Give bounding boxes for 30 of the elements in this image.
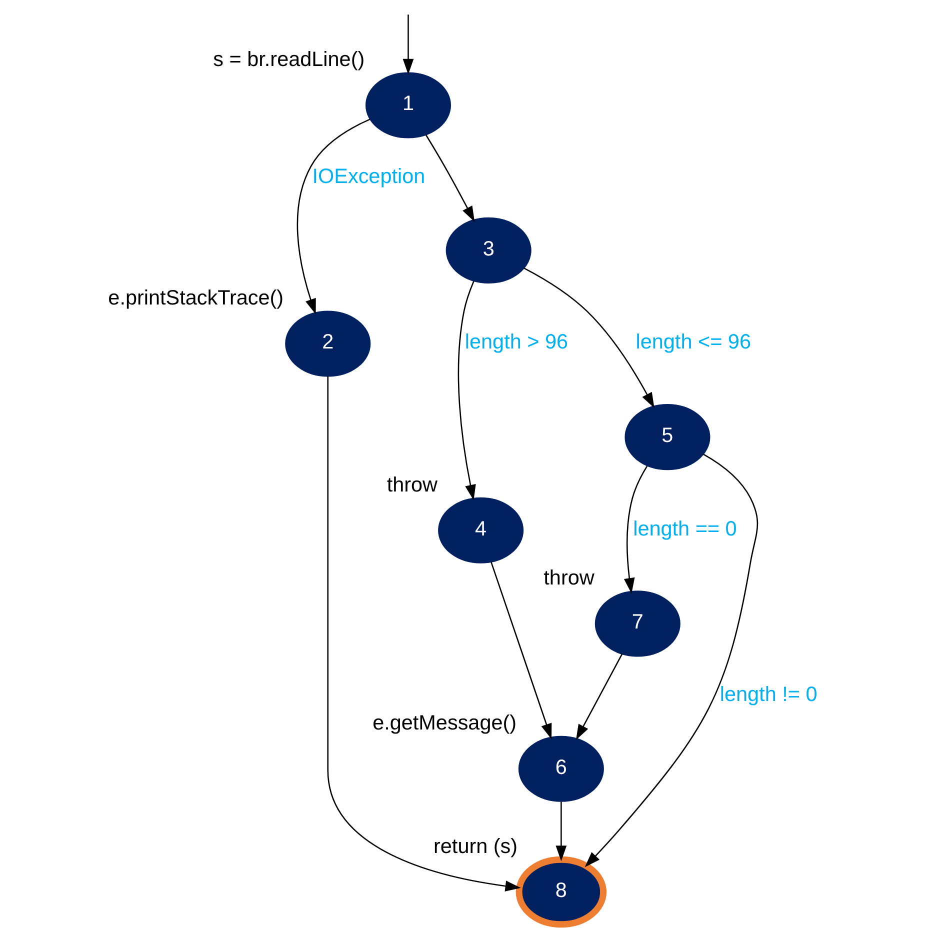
arrow (584, 454, 758, 868)
node-label: throw (544, 566, 594, 590)
arrow (490, 562, 552, 740)
arrow (327, 376, 521, 892)
arrow (576, 654, 623, 740)
node-label: return (s) (434, 834, 518, 858)
arrow (524, 268, 654, 408)
node-ellipse: 3 (446, 217, 532, 284)
node-ellipse: 2 (285, 310, 371, 377)
arrow (556, 802, 567, 862)
node-ellipse: 6 (518, 736, 604, 802)
node-ellipse: 7 (594, 590, 680, 657)
node-label: throw (386, 473, 438, 496)
node-label: e.getMessage() (372, 712, 517, 735)
node-label: e.printStackTrace() (108, 286, 284, 310)
node-ellipse: 8 (516, 856, 607, 928)
node-ellipse: 4 (438, 497, 524, 564)
node-ellipse: 5 (624, 404, 710, 470)
node-ellipse: 1 (365, 72, 452, 138)
edge-label: length > 96 (464, 330, 568, 354)
edge-label: length <= 96 (636, 330, 751, 354)
node-label: s = br.readLine() (213, 48, 365, 72)
edge-label: length != 0 (720, 683, 818, 706)
arrow (624, 466, 648, 594)
arrow (458, 281, 476, 500)
edge-label: length == 0 (633, 517, 737, 540)
arrow (425, 134, 475, 222)
arrow (402, 14, 414, 74)
edge-label: IOException (312, 164, 426, 188)
arrow (296, 118, 370, 314)
